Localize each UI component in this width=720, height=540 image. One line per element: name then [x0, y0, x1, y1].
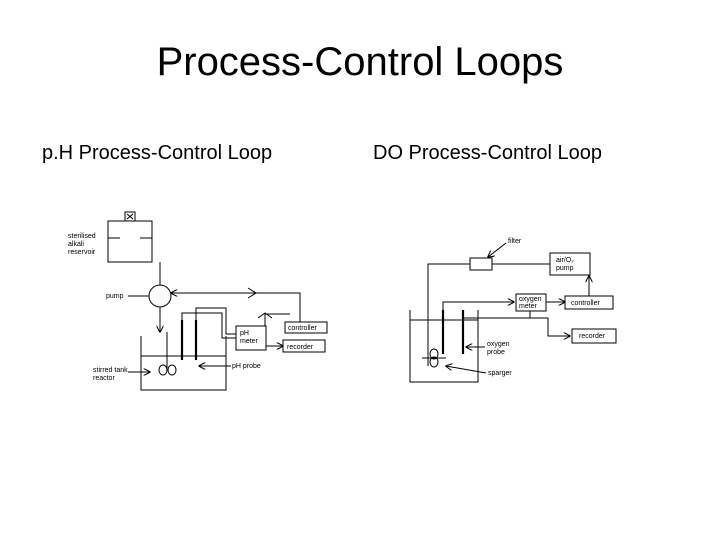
ph-recorder-label: recorder — [287, 344, 314, 351]
ph-diagram: sterilised alkali reservoir pump pH mete… — [68, 211, 328, 391]
stirred-tank-reactor — [140, 320, 227, 391]
alkali-reservoir — [107, 211, 153, 263]
ph-pump — [148, 284, 172, 308]
air-pump-label-1: air/O₂ — [556, 257, 574, 264]
oxygen-probe-label-2: probe — [487, 349, 505, 356]
do-diagram: filter air/O₂ pump controller oxygen met… — [409, 238, 617, 383]
ph-meter — [235, 325, 267, 351]
oxygen-meter-label-2: meter — [519, 303, 538, 310]
do-recorder — [571, 328, 617, 344]
ph-controller-label: controller — [288, 325, 317, 332]
sparger-label: sparger — [488, 370, 512, 377]
slide-title: Process-Control Loops — [156, 40, 564, 84]
oxygen-probe-label-1: oxygen — [487, 341, 510, 348]
filter-label: filter — [508, 238, 522, 245]
ph-pump-label: pump — [106, 293, 124, 300]
air-o2-pump — [549, 252, 591, 276]
reservoir-label-1: sterilised — [68, 233, 96, 240]
ph-controller — [284, 321, 328, 334]
do-recorder-label: recorder — [579, 333, 606, 340]
reservoir-label-3: reservoir — [68, 249, 96, 256]
ph-probe-label: pH probe — [232, 363, 261, 370]
oxygen-meter-label-1: oxygen — [519, 296, 542, 303]
ph-meter-label-1: pH — [240, 330, 249, 337]
do-fermenter — [409, 310, 479, 383]
air-pump-label-2: pump — [556, 265, 574, 272]
do-controller-label: controller — [571, 300, 600, 307]
ph-loop-heading: p.H Process-Control Loop — [42, 142, 273, 164]
air-filter — [469, 257, 493, 271]
do-loop-heading: DO Process-Control Loop — [373, 142, 602, 164]
ph-meter-label-2: meter — [240, 338, 259, 345]
reactor-label-2: reactor — [93, 375, 115, 382]
reactor-label-1: stirred tank — [93, 367, 128, 374]
reservoir-label-2: alkali — [68, 241, 84, 248]
